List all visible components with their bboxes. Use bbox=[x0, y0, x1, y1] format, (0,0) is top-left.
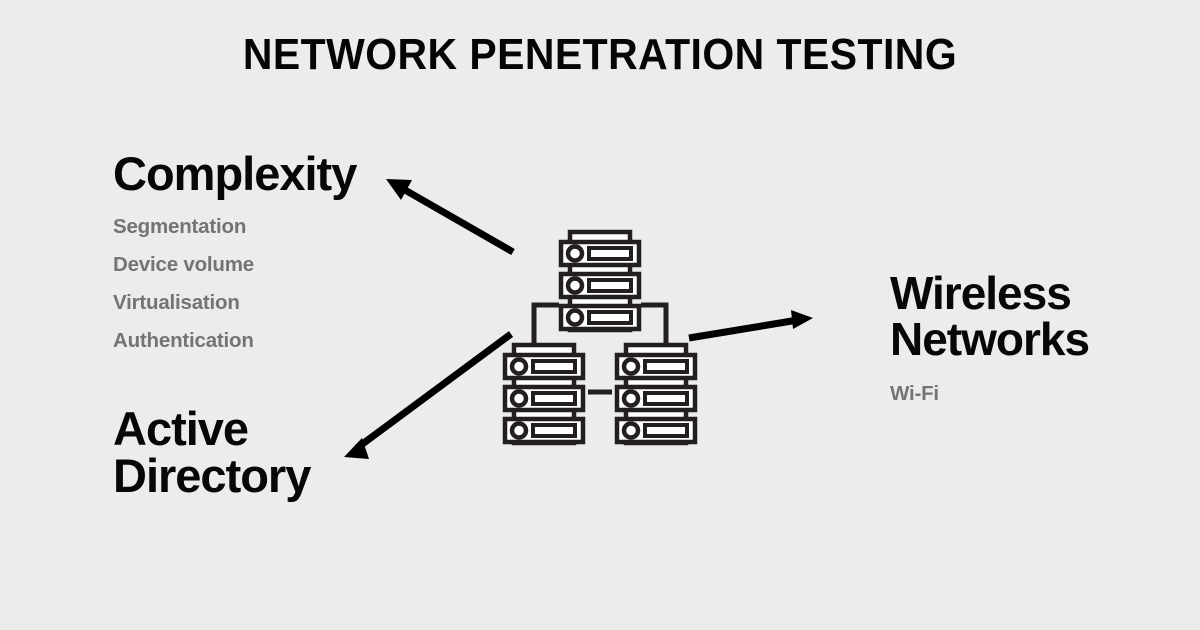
server-icon-top bbox=[561, 232, 639, 330]
heading-line-2: Directory bbox=[113, 449, 311, 502]
branch-wireless-networks-heading: Wireless Networks bbox=[890, 267, 1090, 365]
list-item: Segmentation bbox=[113, 215, 247, 238]
list-item: Device volume bbox=[113, 252, 254, 276]
arrow-to-active-directory-icon bbox=[344, 331, 514, 459]
arrow-to-wireless-networks-icon bbox=[688, 310, 813, 342]
server-icon-bottom-left bbox=[505, 345, 583, 443]
list-item: Virtualisation bbox=[113, 290, 240, 314]
branch-active-directory-heading: Active Directory bbox=[113, 402, 311, 502]
branch-complexity-heading: Complexity bbox=[113, 147, 357, 200]
arrow-to-complexity-icon bbox=[386, 179, 515, 256]
server-connector-lines bbox=[531, 302, 669, 395]
branch-complexity: Complexity Segmentation Device volume Vi… bbox=[113, 147, 357, 360]
server-icon-bottom-right bbox=[617, 345, 695, 443]
heading-line-1: Active bbox=[113, 402, 249, 455]
list-item: Wi-Fi bbox=[890, 382, 939, 405]
heading-line-2: Networks bbox=[890, 313, 1090, 365]
branch-wireless-networks-list: Wi-Fi bbox=[890, 375, 1089, 413]
branch-complexity-list: Segmentation Device volume Virtualisatio… bbox=[113, 208, 356, 360]
page-title: NETWORK PENETRATION TESTING bbox=[242, 30, 958, 79]
branch-wireless-networks: Wireless Networks Wi-Fi bbox=[890, 267, 1090, 413]
list-item: Authentication bbox=[113, 328, 254, 352]
branch-active-directory: Active Directory bbox=[113, 402, 311, 502]
heading-line-1: Wireless bbox=[890, 267, 1072, 319]
